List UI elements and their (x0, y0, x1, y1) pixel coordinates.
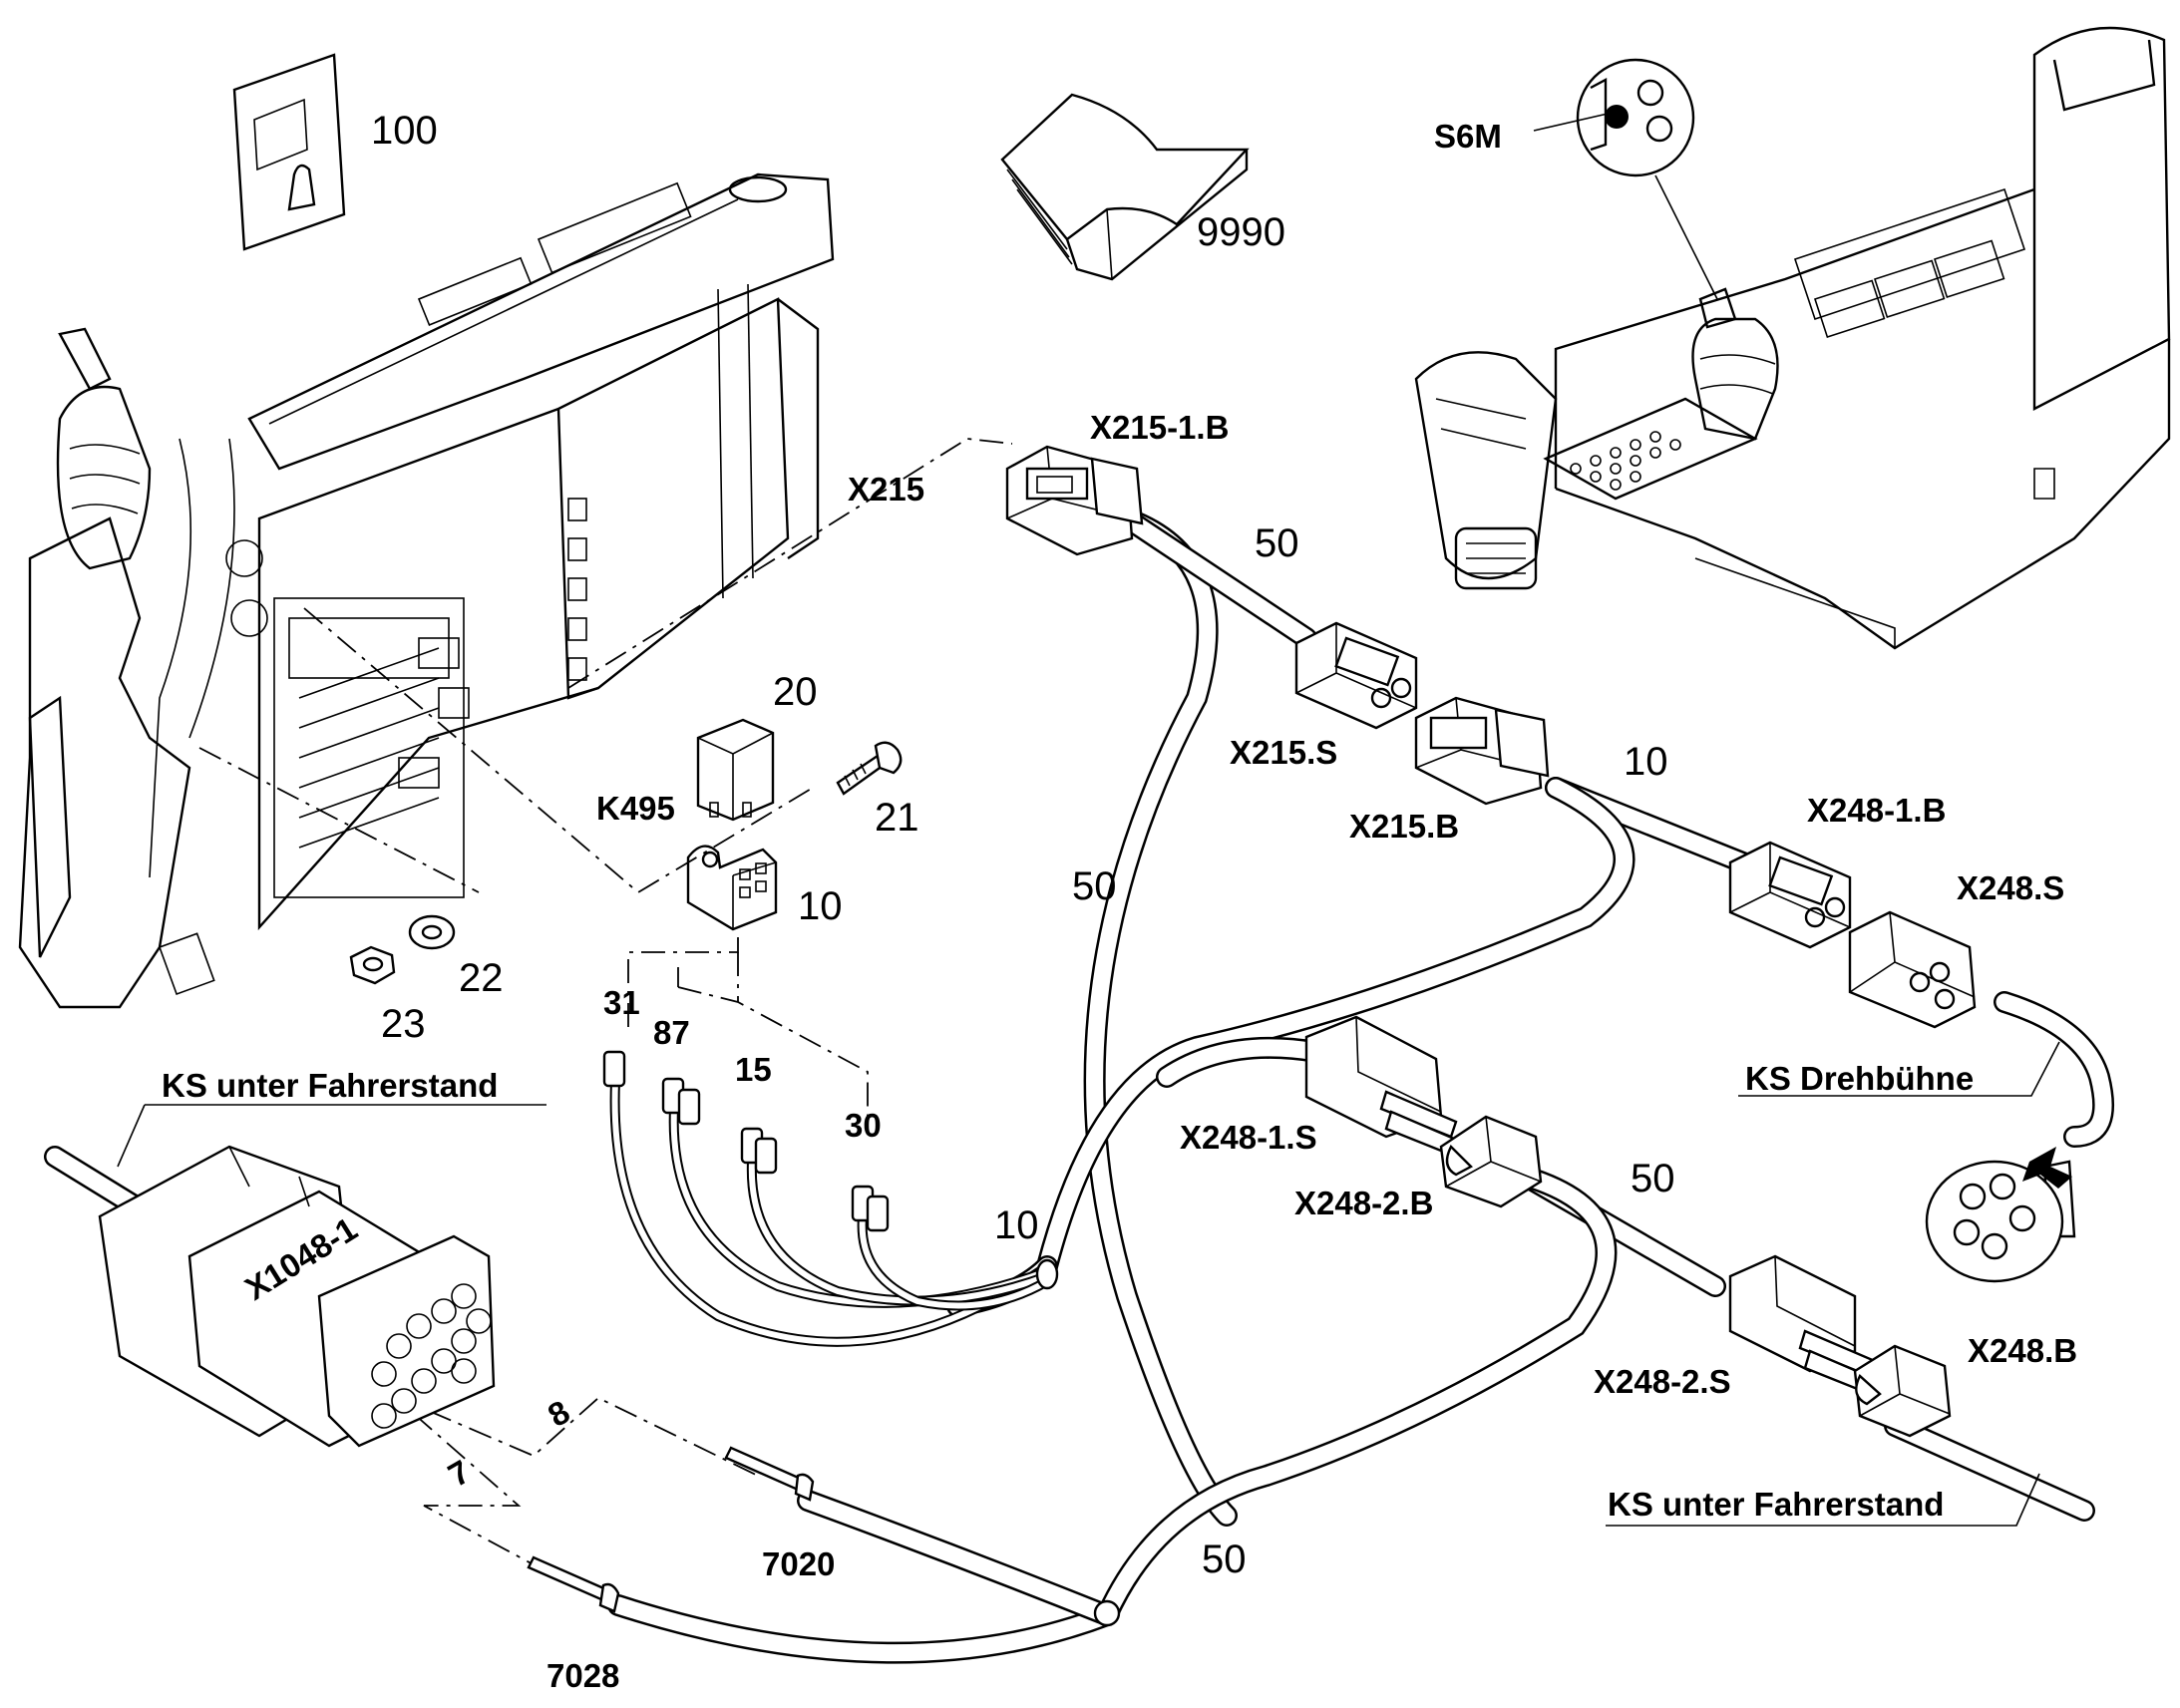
part-100-label: 100 (371, 109, 438, 153)
contact-pin-7028 (527, 1555, 620, 1613)
x248b-label: X248.B (1968, 1332, 2077, 1369)
part-10-socket-label: 10 (798, 884, 843, 928)
pin-15-label: 15 (735, 1051, 772, 1088)
part-10-lower-label: 10 (994, 1203, 1039, 1247)
pin-31-label: 31 (603, 984, 640, 1021)
x215s-label: X215.S (1230, 734, 1337, 771)
x248s-connector (1848, 910, 1977, 1029)
part-21-label: 21 (875, 796, 919, 840)
part-7028-label: 7028 (546, 1657, 619, 1694)
nut-part-23 (349, 945, 396, 985)
x215-1b-connector (1005, 445, 1144, 556)
left-control-console (18, 172, 835, 1009)
x248-1s-label: X248-1.S (1180, 1119, 1317, 1156)
x1048-1-connector (98, 1145, 496, 1448)
part-22-label: 22 (459, 956, 504, 1000)
decal-icon (232, 53, 346, 251)
s6m-label: S6M (1434, 118, 1502, 155)
contact-pin-7020 (724, 1446, 815, 1502)
x248-1s-connector (1304, 1015, 1463, 1159)
k495-label: K495 (596, 790, 675, 827)
washer-part-22 (408, 914, 456, 950)
screw-part-21 (836, 741, 903, 796)
x248-2b-connector (1439, 1115, 1543, 1208)
x248-1b-label: X248-1.B (1807, 792, 1946, 829)
part-20-label: 20 (773, 670, 818, 714)
relay-k495 (696, 718, 775, 822)
relay-socket-part-10 (686, 845, 778, 931)
x215b-connector (1414, 696, 1550, 806)
x248-1b-connector (1728, 841, 1852, 949)
part-50-right-label: 50 (1631, 1157, 1675, 1200)
ks-fahrerstand-right-label: KS unter Fahrerstand (1608, 1486, 1944, 1523)
pin-30-label: 30 (845, 1107, 882, 1144)
x215s-connector (1294, 621, 1418, 730)
pin-87-label: 87 (653, 1014, 690, 1051)
ks-fahrerstand-right-underline (1606, 1473, 2040, 1527)
manual-book-icon (1000, 93, 1250, 281)
ks-left-underline (117, 1104, 546, 1168)
arrow-icon (2022, 1147, 2072, 1189)
leader-lines (198, 438, 1013, 1576)
x215b-label: X215.B (1349, 808, 1459, 845)
x248s-label: X248.S (1957, 869, 2064, 906)
part-23-label: 23 (381, 1002, 426, 1046)
x215-1b-label: X215-1.B (1090, 409, 1229, 446)
cable-harness (44, 508, 2115, 1664)
part-50-top-label: 50 (1255, 521, 1299, 565)
ks-drehbuehne-underline (1738, 1041, 2060, 1097)
part-50-mid-label: 50 (1072, 864, 1117, 908)
pin-8-label: 8 (542, 1393, 575, 1434)
ks-drehbuehne-label: KS Drehbühne (1745, 1060, 1974, 1097)
operator-seat-console (1414, 26, 2171, 650)
x248-2s-label: X248-2.S (1594, 1363, 1731, 1400)
pin-7-label: 7 (442, 1453, 476, 1494)
terminals (602, 1050, 890, 1232)
part-50-bottom-label: 50 (1202, 1537, 1247, 1581)
part-7020-label: 7020 (762, 1545, 835, 1582)
x248-2b-label: X248-2.B (1294, 1185, 1433, 1221)
x248-2s-connector (1728, 1254, 1882, 1398)
x215-label: X215 (848, 471, 924, 508)
s6m-switch-callout (1533, 58, 1718, 300)
x248b-connector (1853, 1344, 1952, 1438)
part-9990-label: 9990 (1197, 210, 1285, 254)
ks-fahrerstand-left-label: KS unter Fahrerstand (162, 1067, 498, 1104)
part-10-right-label: 10 (1624, 740, 1668, 784)
